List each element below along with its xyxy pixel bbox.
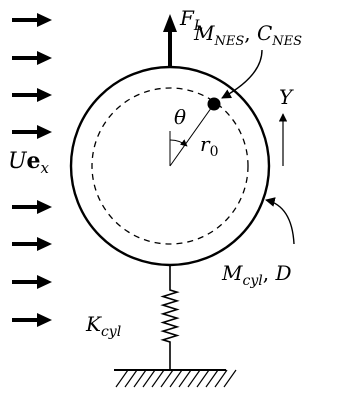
- hatch-line: [178, 369, 192, 388]
- hatch-line: [196, 369, 210, 388]
- radius-line: [169, 103, 215, 167]
- hatch-line: [115, 369, 129, 388]
- nes-mass-dot: [207, 97, 221, 111]
- flow-arrow-head: [37, 313, 52, 327]
- flow-arrow-head: [37, 125, 52, 139]
- hatch-line: [133, 369, 147, 388]
- stiffness-label: Kcyl: [85, 312, 121, 340]
- lift-force-label: FL: [179, 6, 203, 34]
- incoming-flow-arrows: [12, 13, 52, 327]
- lift-force-arrow: [163, 14, 177, 68]
- flow-velocity-label: Uex: [8, 148, 50, 177]
- y-axis-label: Y: [279, 85, 294, 109]
- cylinder-leader-arrow: [265, 197, 295, 245]
- spring: [160, 265, 180, 370]
- nes-leader-arrow: [221, 49, 263, 99]
- hatch-line: [160, 369, 174, 388]
- hatch-line: [142, 369, 156, 388]
- hatch-line: [223, 369, 237, 388]
- ground-hatching: [115, 369, 237, 388]
- hatch-line: [214, 369, 228, 388]
- cylinder-parameters-label: Mcyl, D: [221, 261, 291, 289]
- hatch-line: [205, 369, 219, 388]
- flow-arrow-head: [37, 275, 52, 289]
- theta-label: θ: [174, 105, 186, 129]
- flow-arrow-head: [37, 237, 52, 251]
- flow-arrow-head: [37, 51, 52, 65]
- flow-arrow-head: [37, 13, 52, 27]
- hatch-line: [124, 369, 138, 388]
- radius-label: r0: [200, 132, 218, 160]
- nes-parameters-label: MNES, CNES: [193, 21, 302, 49]
- theta-arc: [169, 139, 188, 147]
- flow-arrow-head: [37, 88, 52, 102]
- hatch-line: [169, 369, 183, 388]
- nes-track-circle: [91, 87, 249, 245]
- flow-arrow-head: [37, 200, 52, 214]
- hatch-line: [187, 369, 201, 388]
- hatch-line: [151, 369, 165, 388]
